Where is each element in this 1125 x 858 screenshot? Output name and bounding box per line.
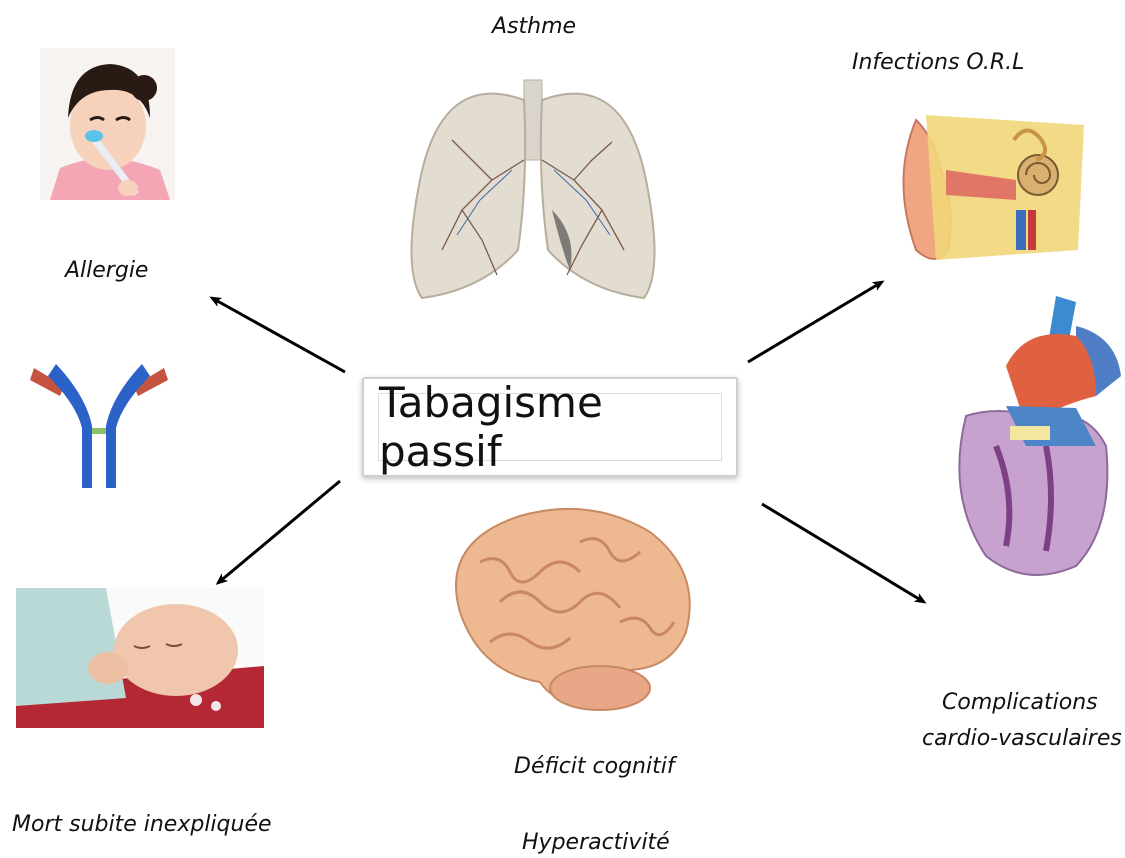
arrow-to-infections [748, 282, 882, 362]
antibody-icon [26, 356, 172, 492]
arrow-to-complications [762, 504, 924, 602]
arrow-to-allergie [212, 298, 345, 372]
ear-anatomy-icon [896, 100, 1084, 270]
heart-anatomy-icon [946, 296, 1124, 588]
arrow-to-mort-subite [218, 481, 340, 583]
sleeping-baby-icon [16, 588, 264, 728]
lungs-icon [402, 60, 664, 306]
brain-icon [440, 502, 700, 714]
child-with-toothbrush-icon [40, 48, 175, 200]
